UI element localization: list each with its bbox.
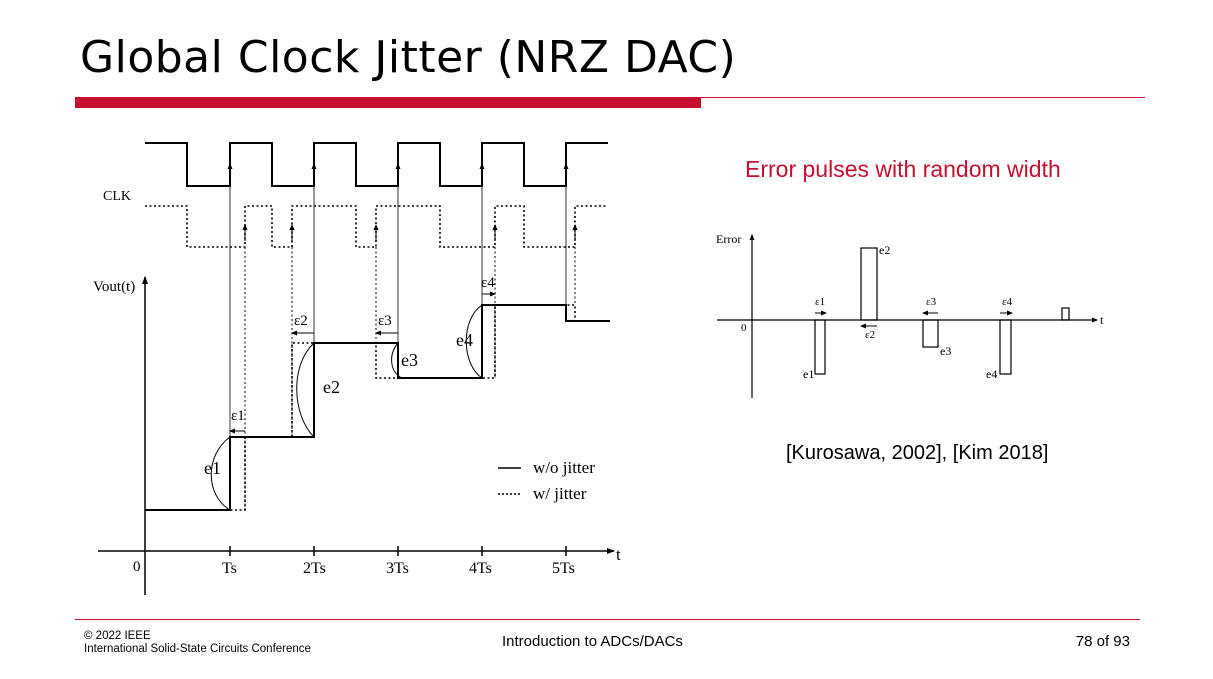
error-pulse-5 bbox=[1061, 307, 1070, 321]
pulse-epsilon-1: ε1 bbox=[815, 296, 825, 308]
epsilon-label-3: ε3 bbox=[378, 313, 392, 329]
epsilon-label-4: ε4 bbox=[481, 275, 495, 291]
pulse-epsilon-2: ε2 bbox=[865, 329, 875, 341]
epsilon-label-1: ε1 bbox=[231, 408, 245, 424]
error-origin-label: 0 bbox=[741, 322, 747, 334]
error-pulse-1 bbox=[814, 319, 826, 375]
time-axis-label: t bbox=[616, 545, 621, 564]
pulse-label-e3: e3 bbox=[940, 344, 951, 358]
tick-label-ts: Ts bbox=[222, 560, 237, 577]
title-underline-bar bbox=[75, 97, 701, 108]
pulse-label-e4: e4 bbox=[986, 367, 997, 381]
clk-ideal-waveform bbox=[145, 142, 608, 187]
legend-with-jitter: w/ jitter bbox=[533, 484, 587, 503]
pulse-label-e1: e1 bbox=[803, 367, 814, 381]
tick-label-4ts: 4Ts bbox=[469, 560, 492, 577]
vout-ideal-waveform bbox=[145, 304, 610, 511]
title-underline-rule bbox=[701, 97, 1145, 98]
error-pulse-4 bbox=[999, 319, 1012, 375]
origin-label: 0 bbox=[133, 559, 141, 575]
error-label-e4: e4 bbox=[456, 330, 473, 350]
tick-label-3ts: 3Ts bbox=[386, 560, 409, 577]
error-label-e3: e3 bbox=[401, 350, 418, 370]
epsilon-label-2: ε2 bbox=[294, 313, 308, 329]
error-pulse-3 bbox=[922, 319, 939, 348]
slide-title: Global Clock Jitter (NRZ DAC) bbox=[80, 32, 737, 83]
footer-copyright: © 2022 IEEE International Solid-State Ci… bbox=[84, 630, 311, 656]
vout-label: Vout(t) bbox=[93, 279, 135, 295]
vout-jittered-waveform bbox=[145, 304, 576, 511]
error-label-e1: e1 bbox=[204, 458, 221, 478]
error-t-label: t bbox=[1100, 313, 1104, 327]
footer-copyright-line2: International Solid-State Circuits Confe… bbox=[84, 643, 311, 655]
pulse-label-e2: e2 bbox=[879, 243, 890, 257]
footer-copyright-line1: © 2022 IEEE bbox=[84, 630, 151, 642]
pulse-epsilon-4: ε4 bbox=[1002, 296, 1013, 308]
pulse-epsilon-3: ε3 bbox=[926, 296, 937, 308]
error-pulses-caption: Error pulses with random width bbox=[745, 156, 1061, 182]
error-label-e2: e2 bbox=[323, 377, 340, 397]
citation: [Kurosawa, 2002], [Kim 2018] bbox=[786, 442, 1049, 464]
footer-course-title: Introduction to ADCs/DACs bbox=[502, 633, 683, 650]
tick-label-2ts: 2Ts bbox=[303, 560, 326, 577]
footer-rule bbox=[75, 619, 1140, 620]
legend-without-jitter: w/o jitter bbox=[533, 458, 595, 477]
clk-label: CLK bbox=[103, 189, 131, 204]
error-axis-label: Error bbox=[716, 232, 741, 246]
tick-label-5ts: 5Ts bbox=[552, 560, 575, 577]
error-pulse-2 bbox=[860, 247, 878, 321]
footer-page-number: 78 of 93 bbox=[1075, 633, 1130, 650]
